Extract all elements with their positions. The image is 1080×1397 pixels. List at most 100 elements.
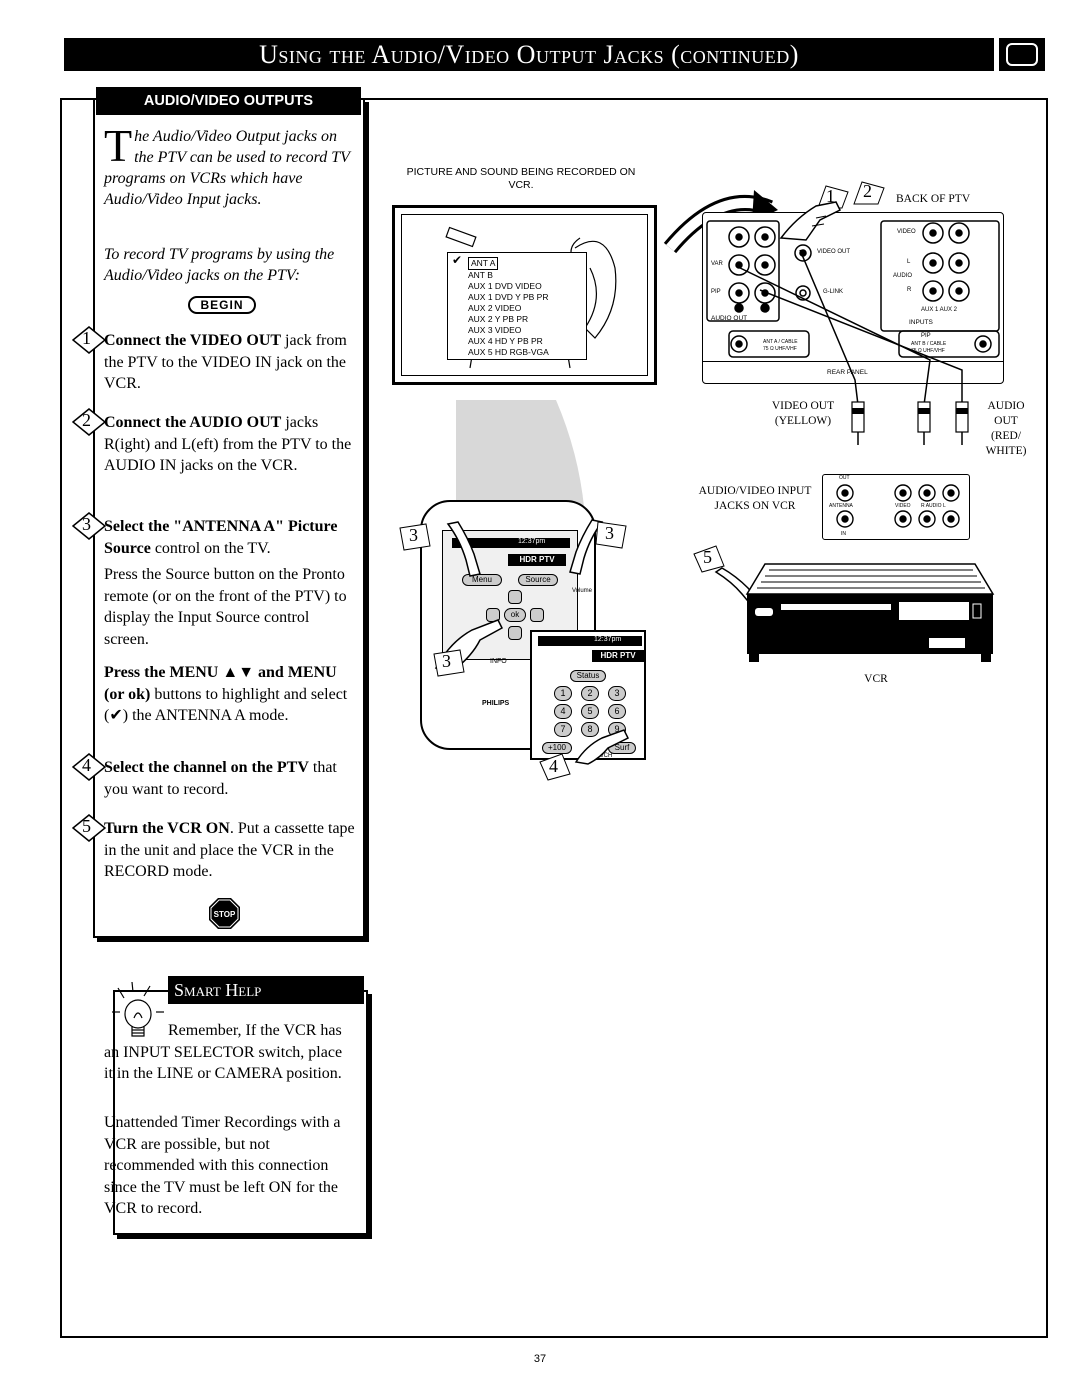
step-text: . Put a cassette tape in the unit and pl…: [104, 820, 355, 880]
intro-text: he Audio/Video Output jacks on the PTV c…: [104, 128, 350, 208]
smart-help-para-1: Remember, If the VCR has an INPUT SELECT…: [104, 1022, 343, 1082]
step-marker: 5: [692, 544, 726, 574]
jack-label: VIDEO: [897, 229, 916, 235]
drop-cap: T: [104, 120, 133, 171]
jack-label: ANTENNA: [829, 503, 853, 509]
jack-label: VIDEO OUT: [817, 249, 851, 255]
plus100-button[interactable]: +100: [542, 742, 572, 754]
menu-button[interactable]: Menu: [462, 574, 502, 586]
menu-item[interactable]: AUX 5 HD RGB-VGA: [468, 347, 549, 357]
section-tab: AUDIO/VIDEO OUTPUTS: [96, 87, 361, 115]
info-button[interactable]: INFO: [490, 658, 507, 665]
jack-label: ANT A / CABLE: [763, 339, 798, 345]
step-heading: Connect the VIDEO OUT: [104, 332, 282, 349]
jack-label: L: [907, 259, 911, 265]
step-number-arrow: 3: [71, 512, 107, 540]
step-number: 2: [82, 410, 91, 430]
step-heading: Connect the AUDIO OUT: [104, 414, 282, 431]
key-4[interactable]: 4: [554, 704, 572, 719]
key-2[interactable]: 2: [581, 686, 599, 701]
remote-brand: HDR PTV: [592, 650, 644, 662]
hand-pointer-icon: [574, 729, 630, 765]
step-3-detail-2: Press the MENU ▲▼ and MENU (or ok) butto…: [104, 662, 354, 727]
key-5[interactable]: 5: [581, 704, 599, 719]
lightbulb-icon: [110, 978, 168, 1048]
right-button[interactable]: [530, 608, 544, 622]
step-text: that you want to record.: [104, 759, 337, 798]
step-4: 4 Select the channel on the PTV that you…: [71, 753, 362, 800]
jack-label: 75 Ω UHF/VHF: [911, 348, 945, 354]
page-number: 37: [533, 1353, 547, 1365]
menu-item[interactable]: AUX 3 VIDEO: [468, 325, 522, 335]
menu-item[interactable]: AUX 1 DVD Y PB PR: [468, 292, 549, 302]
key-6[interactable]: 6: [608, 704, 626, 719]
key-1[interactable]: 1: [554, 686, 572, 701]
down-button[interactable]: [508, 626, 522, 640]
step-heading: Turn the VCR ON: [104, 820, 230, 837]
menu-item[interactable]: AUX 2 VIDEO: [468, 303, 522, 313]
jack-label: VIDEO: [895, 503, 911, 509]
ok-button[interactable]: ok: [504, 608, 526, 622]
ach-label: A/CH: [598, 753, 613, 759]
tv-icon: [999, 38, 1045, 71]
step-marker: 3: [594, 520, 628, 550]
step-text: jacks R(ight) and L(eft) from the PTV to…: [104, 414, 352, 474]
menu-instruction: Press the MENU ▲▼ and MENU (or ok): [104, 664, 337, 703]
step-3: 3 Select the "ANTENNA A" Picture Source …: [71, 512, 362, 559]
step-text: control on the TV.: [150, 539, 271, 557]
detail-text: buttons to highlight and select (: [104, 685, 348, 725]
step-number: 3: [82, 514, 91, 534]
step-2: 2 Connect the AUDIO OUT jacks R(ight) an…: [71, 408, 362, 477]
brand-logo: PHILIPS: [482, 700, 510, 707]
hand-pointer-icon: [569, 519, 604, 575]
smart-help-title: Smart Help: [168, 976, 364, 1004]
menu-item[interactable]: AUX 1 DVD VIDEO: [468, 281, 542, 291]
key-3[interactable]: 3: [608, 686, 626, 701]
video-out-label: VIDEO OUT(YELLOW): [771, 400, 835, 427]
step-marker: 4: [538, 752, 572, 782]
jack-label: 75 Ω UHF/VHF: [763, 346, 797, 352]
cables: [735, 249, 969, 445]
status-button[interactable]: Status: [570, 670, 606, 682]
tv-caption: PICTURE AND SOUND BEING RECORDED ON VCR.: [406, 166, 636, 191]
step-5: 5 Turn the VCR ON. Put a cassette tape i…: [71, 814, 362, 883]
step-number-arrow: 4: [71, 753, 107, 781]
vcr-illustration: [745, 563, 995, 662]
vcr-label: VCR: [864, 673, 888, 685]
menu-item[interactable]: AUX 2 Y PB PR: [468, 314, 529, 324]
step-number: 1: [82, 328, 91, 348]
step-marker: 3: [432, 648, 466, 678]
jack-label: PIP: [711, 289, 721, 295]
menu-item-selected[interactable]: ANT A: [468, 257, 499, 270]
jack-label: G-LINK: [823, 289, 844, 295]
volume-label: Volume: [572, 588, 593, 594]
hand-pointer-icon: [446, 521, 481, 577]
check-icon: ✔: [109, 707, 123, 724]
jack-label: AUX 1 AUX 2: [921, 307, 958, 313]
remote-time: 12:37pm: [518, 538, 546, 545]
step-marker: 2: [852, 180, 886, 206]
vcr-jack-panel: OUT ANTENNA VIDEO R AUDIO L IN: [822, 474, 970, 540]
source-button[interactable]: Source: [518, 574, 558, 586]
key-8[interactable]: 8: [581, 722, 599, 737]
menu-item[interactable]: ANT B: [468, 270, 493, 280]
jack-label: INPUTS: [909, 319, 933, 326]
smart-help-para-2: Unattended Timer Recordings with a VCR a…: [104, 1114, 341, 1217]
menu-item[interactable]: AUX 4 HD Y PB PR: [468, 336, 543, 346]
step-1: 1 Connect the VIDEO OUT jack from the PT…: [71, 326, 362, 395]
stop-sign-icon: STOP: [208, 897, 241, 930]
svg-text:STOP: STOP: [214, 910, 236, 919]
input-source-menu: ✔ ANT A ANT B AUX 1 DVD VIDEO AUX 1 DVD …: [447, 252, 587, 360]
jack-label: AUDIO: [893, 273, 913, 279]
up-button[interactable]: [508, 590, 522, 604]
key-7[interactable]: 7: [554, 722, 572, 737]
jack-label: R: [907, 287, 912, 293]
step-text: jack from the PTV to the VIDEO IN jack o…: [104, 332, 347, 392]
ptv-rear-panel: VIDEO OUT VIDEO VAR PIP L AUDIO R G-LINK…: [702, 212, 1004, 384]
step-heading: Select the channel on the PTV: [104, 759, 309, 776]
step-number-arrow: 1: [71, 326, 107, 354]
tv-screen: ✔ ANT A ANT B AUX 1 DVD VIDEO AUX 1 DVD …: [392, 205, 657, 385]
